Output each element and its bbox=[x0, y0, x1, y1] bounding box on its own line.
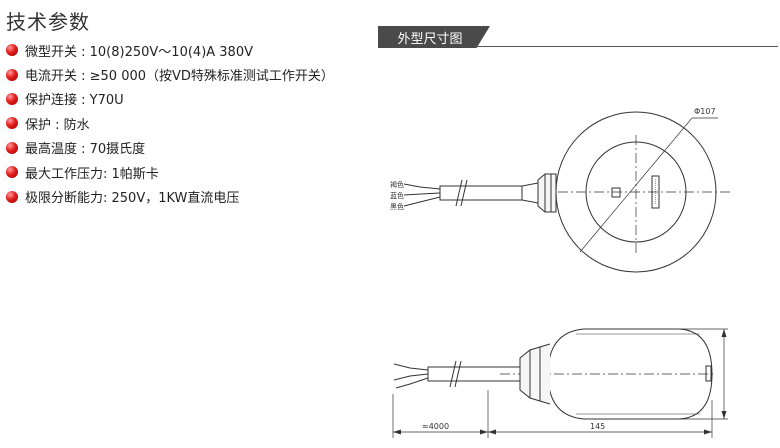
wire-blue bbox=[403, 192, 441, 196]
red-bullet-icon bbox=[6, 44, 18, 57]
red-bullet-icon bbox=[6, 92, 18, 105]
spec-text: 电流开关 : ≥50 000（按VD特殊标准测试工作开关） bbox=[25, 69, 334, 85]
nameplate bbox=[651, 175, 660, 209]
end-cap bbox=[705, 365, 712, 382]
spec-text: 最大工作压力: 1帕斯卡 bbox=[25, 166, 159, 182]
spec-text: 最高温度 : 70摄氏度 bbox=[25, 142, 146, 158]
cable-break bbox=[454, 360, 462, 388]
wire-label-black: 黑色 bbox=[390, 202, 404, 211]
top-view bbox=[403, 111, 732, 273]
cable-gland bbox=[537, 173, 557, 213]
side-wire bbox=[393, 373, 429, 381]
wire-black bbox=[403, 196, 441, 207]
spec-text: 保护连接 : Y70U bbox=[25, 93, 124, 109]
red-bullet-icon bbox=[6, 190, 18, 203]
side-wire bbox=[395, 377, 429, 389]
diameter-label: Φ107 bbox=[694, 107, 716, 116]
cable-break bbox=[449, 360, 457, 388]
spec-text: 微型开关 : 10(8)250V～10(4)A 380V bbox=[25, 44, 253, 60]
side-view bbox=[392, 328, 728, 438]
arrow-icon bbox=[393, 429, 401, 435]
wire-label-blue: 蓝色 bbox=[390, 191, 404, 200]
switch-marker bbox=[611, 187, 621, 198]
red-bullet-icon bbox=[6, 68, 18, 81]
diameter-leader bbox=[579, 117, 693, 253]
arrow-icon bbox=[721, 329, 727, 337]
spec-item: 电流开关 : ≥50 000（按VD特殊标准测试工作开关） bbox=[6, 62, 334, 86]
arrow-icon bbox=[480, 429, 488, 435]
spec-item: 极限分断能力: 250V，1KW直流电压 bbox=[6, 184, 334, 208]
dimension-arrows bbox=[393, 329, 727, 435]
wire-label-brown: 褐色 bbox=[390, 180, 404, 189]
page-title: 技术参数 bbox=[6, 10, 90, 34]
body-length-label: 145 bbox=[590, 422, 605, 431]
wire-brown bbox=[403, 183, 441, 190]
spec-text: 保护 : 防水 bbox=[25, 117, 90, 133]
cable-length-label: ≈4000 bbox=[422, 422, 449, 431]
drawing-header: 外型尺寸图 bbox=[378, 26, 778, 48]
arrow-icon bbox=[704, 429, 712, 435]
side-gland bbox=[519, 343, 551, 405]
spec-item: 最大工作压力: 1帕斯卡 bbox=[6, 160, 334, 184]
spec-item: 保护 : 防水 bbox=[6, 111, 334, 135]
red-bullet-icon bbox=[6, 141, 18, 154]
spec-item: 保护连接 : Y70U bbox=[6, 87, 334, 111]
cable-sheath bbox=[439, 185, 523, 201]
arrow-icon bbox=[488, 429, 496, 435]
red-bullet-icon bbox=[6, 117, 18, 130]
gland-neck bbox=[521, 182, 539, 204]
spec-text: 极限分断能力: 250V，1KW直流电压 bbox=[25, 191, 240, 207]
spec-item: 最高温度 : 70摄氏度 bbox=[6, 136, 334, 160]
cable-break bbox=[455, 179, 463, 207]
spec-list: 微型开关 : 10(8)250V～10(4)A 380V 电流开关 : ≥50 … bbox=[6, 38, 334, 209]
cable-break bbox=[460, 179, 468, 207]
arrow-icon bbox=[721, 411, 727, 419]
drawing-tab: 外型尺寸图 bbox=[378, 26, 490, 48]
side-wire bbox=[393, 363, 429, 371]
red-bullet-icon bbox=[6, 166, 18, 179]
spec-item: 微型开关 : 10(8)250V～10(4)A 380V bbox=[6, 38, 334, 62]
header-rule bbox=[474, 46, 778, 47]
